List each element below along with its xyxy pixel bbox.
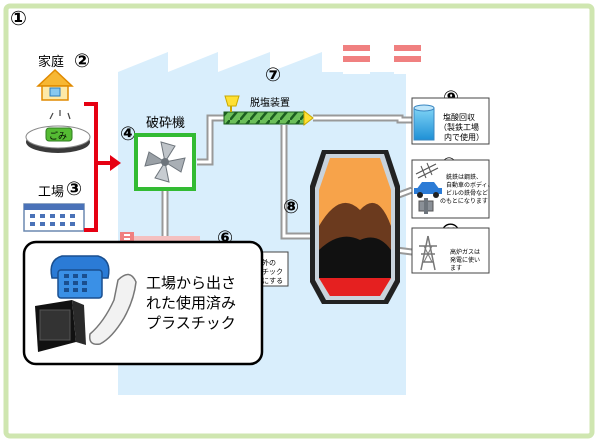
chimney-left [343,42,370,74]
crusher-machine [134,133,196,191]
car-icon [414,182,442,198]
partial-line2: スチック [255,268,283,276]
factory-label: 工場 [38,185,64,200]
hcl-title: 塩酸回収 [443,112,475,122]
telephone-icon [50,255,110,299]
step-number-2: ② [74,50,90,72]
partial-line1: 以外の [255,258,276,267]
input-bracket [84,102,98,232]
callout-line3: プラスチック [146,314,236,332]
gas-line3: ます [450,265,462,272]
chimney-right [394,42,421,74]
tv-icon [35,300,86,352]
step-number-3: ③ [66,178,82,200]
callout-line2: れた使用済み [146,294,236,312]
callout-line1: 工場から出さ [146,274,236,292]
iron-line1: 銑鉄は鋼鉄、 [446,173,482,181]
steel-parts-icon [418,198,434,214]
iron-line2: 自動車のボディ、 [446,181,494,189]
blast-furnace-gas-box: 高炉ガスは 発電に使い ます [411,227,490,274]
factory-building-icon [23,203,85,232]
iron-line4: のもとになります [440,198,488,205]
step-number-1: ① [10,6,27,30]
pipe-network [161,114,414,256]
partial-line3: 炭にする [255,277,283,285]
step-number-8: ⑧ [283,196,299,218]
blast-furnace [310,150,400,304]
home-label: 家庭 [38,54,64,70]
garbage-icon: ごみ [25,110,91,153]
garbage-label: ごみ [49,130,67,142]
house-icon [36,68,74,101]
crusher-label: 破砕機 [146,116,185,131]
power-pylon-icon [419,235,437,271]
iron-line3: ビルの鉄骨など [446,189,488,197]
input-arrowhead [110,155,121,171]
gas-line2: 発電に使い [450,256,480,264]
railway-icon [415,162,439,179]
hcl-line2: （製鉄工場 [439,122,479,132]
hcl-recovery-box: 塩酸回収 （製鉄工場 内で使用） [411,97,490,145]
hcl-line3: 内で使用） [444,132,484,142]
pig-iron-box: 銑鉄は鋼鉄、 自動車のボディ、 ビルの鉄骨など のもとになります [411,159,494,219]
callout-box: 工場から出さ れた使用済み プラスチック [22,240,264,366]
phone-handset-icon [88,273,137,346]
gas-line1: 高炉ガスは [450,248,480,256]
dechlorination-label: 脱塩装置 [250,96,290,109]
step-number-7: ⑦ [265,64,281,86]
dechlorination-device [223,95,314,127]
step-number-4: ④ [120,123,136,145]
